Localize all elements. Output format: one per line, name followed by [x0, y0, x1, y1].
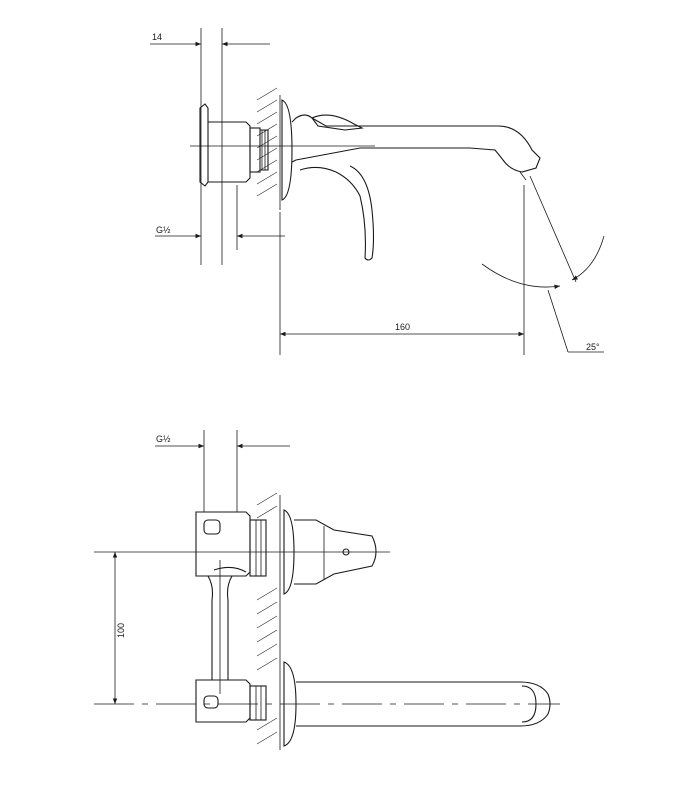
dim-14-label: 14: [152, 32, 162, 42]
outlet-tick: [519, 171, 527, 181]
lever-top: [311, 114, 364, 131]
angle-arc-left: [481, 263, 561, 290]
valve-body-bottom-column: [207, 560, 247, 694]
valve-body-top: [199, 103, 269, 187]
handle-base: [299, 166, 337, 173]
dim-g-bottom-label: G½: [156, 434, 171, 444]
angle-25-label: 25°: [586, 342, 600, 352]
valve-body-bottom-lower: [195, 679, 267, 723]
wall-hatching-bottom: [256, 492, 281, 750]
dim-g-top-label: G½: [156, 225, 171, 235]
spout-top: [291, 114, 541, 173]
valve-body-bottom-upper: [195, 511, 267, 577]
handle-arm: [335, 165, 375, 261]
angle-arc-right: [571, 235, 605, 281]
angle-line-a: [529, 175, 577, 283]
cartridge: [294, 519, 377, 585]
angle-leader: [547, 289, 569, 353]
bottom-view: G½: [94, 430, 560, 750]
dim-160-label: 160: [395, 322, 410, 332]
rosette-top: [281, 99, 293, 201]
top-view: 14 G½ 2: [150, 28, 605, 355]
dim-100-label: 100: [116, 623, 126, 638]
